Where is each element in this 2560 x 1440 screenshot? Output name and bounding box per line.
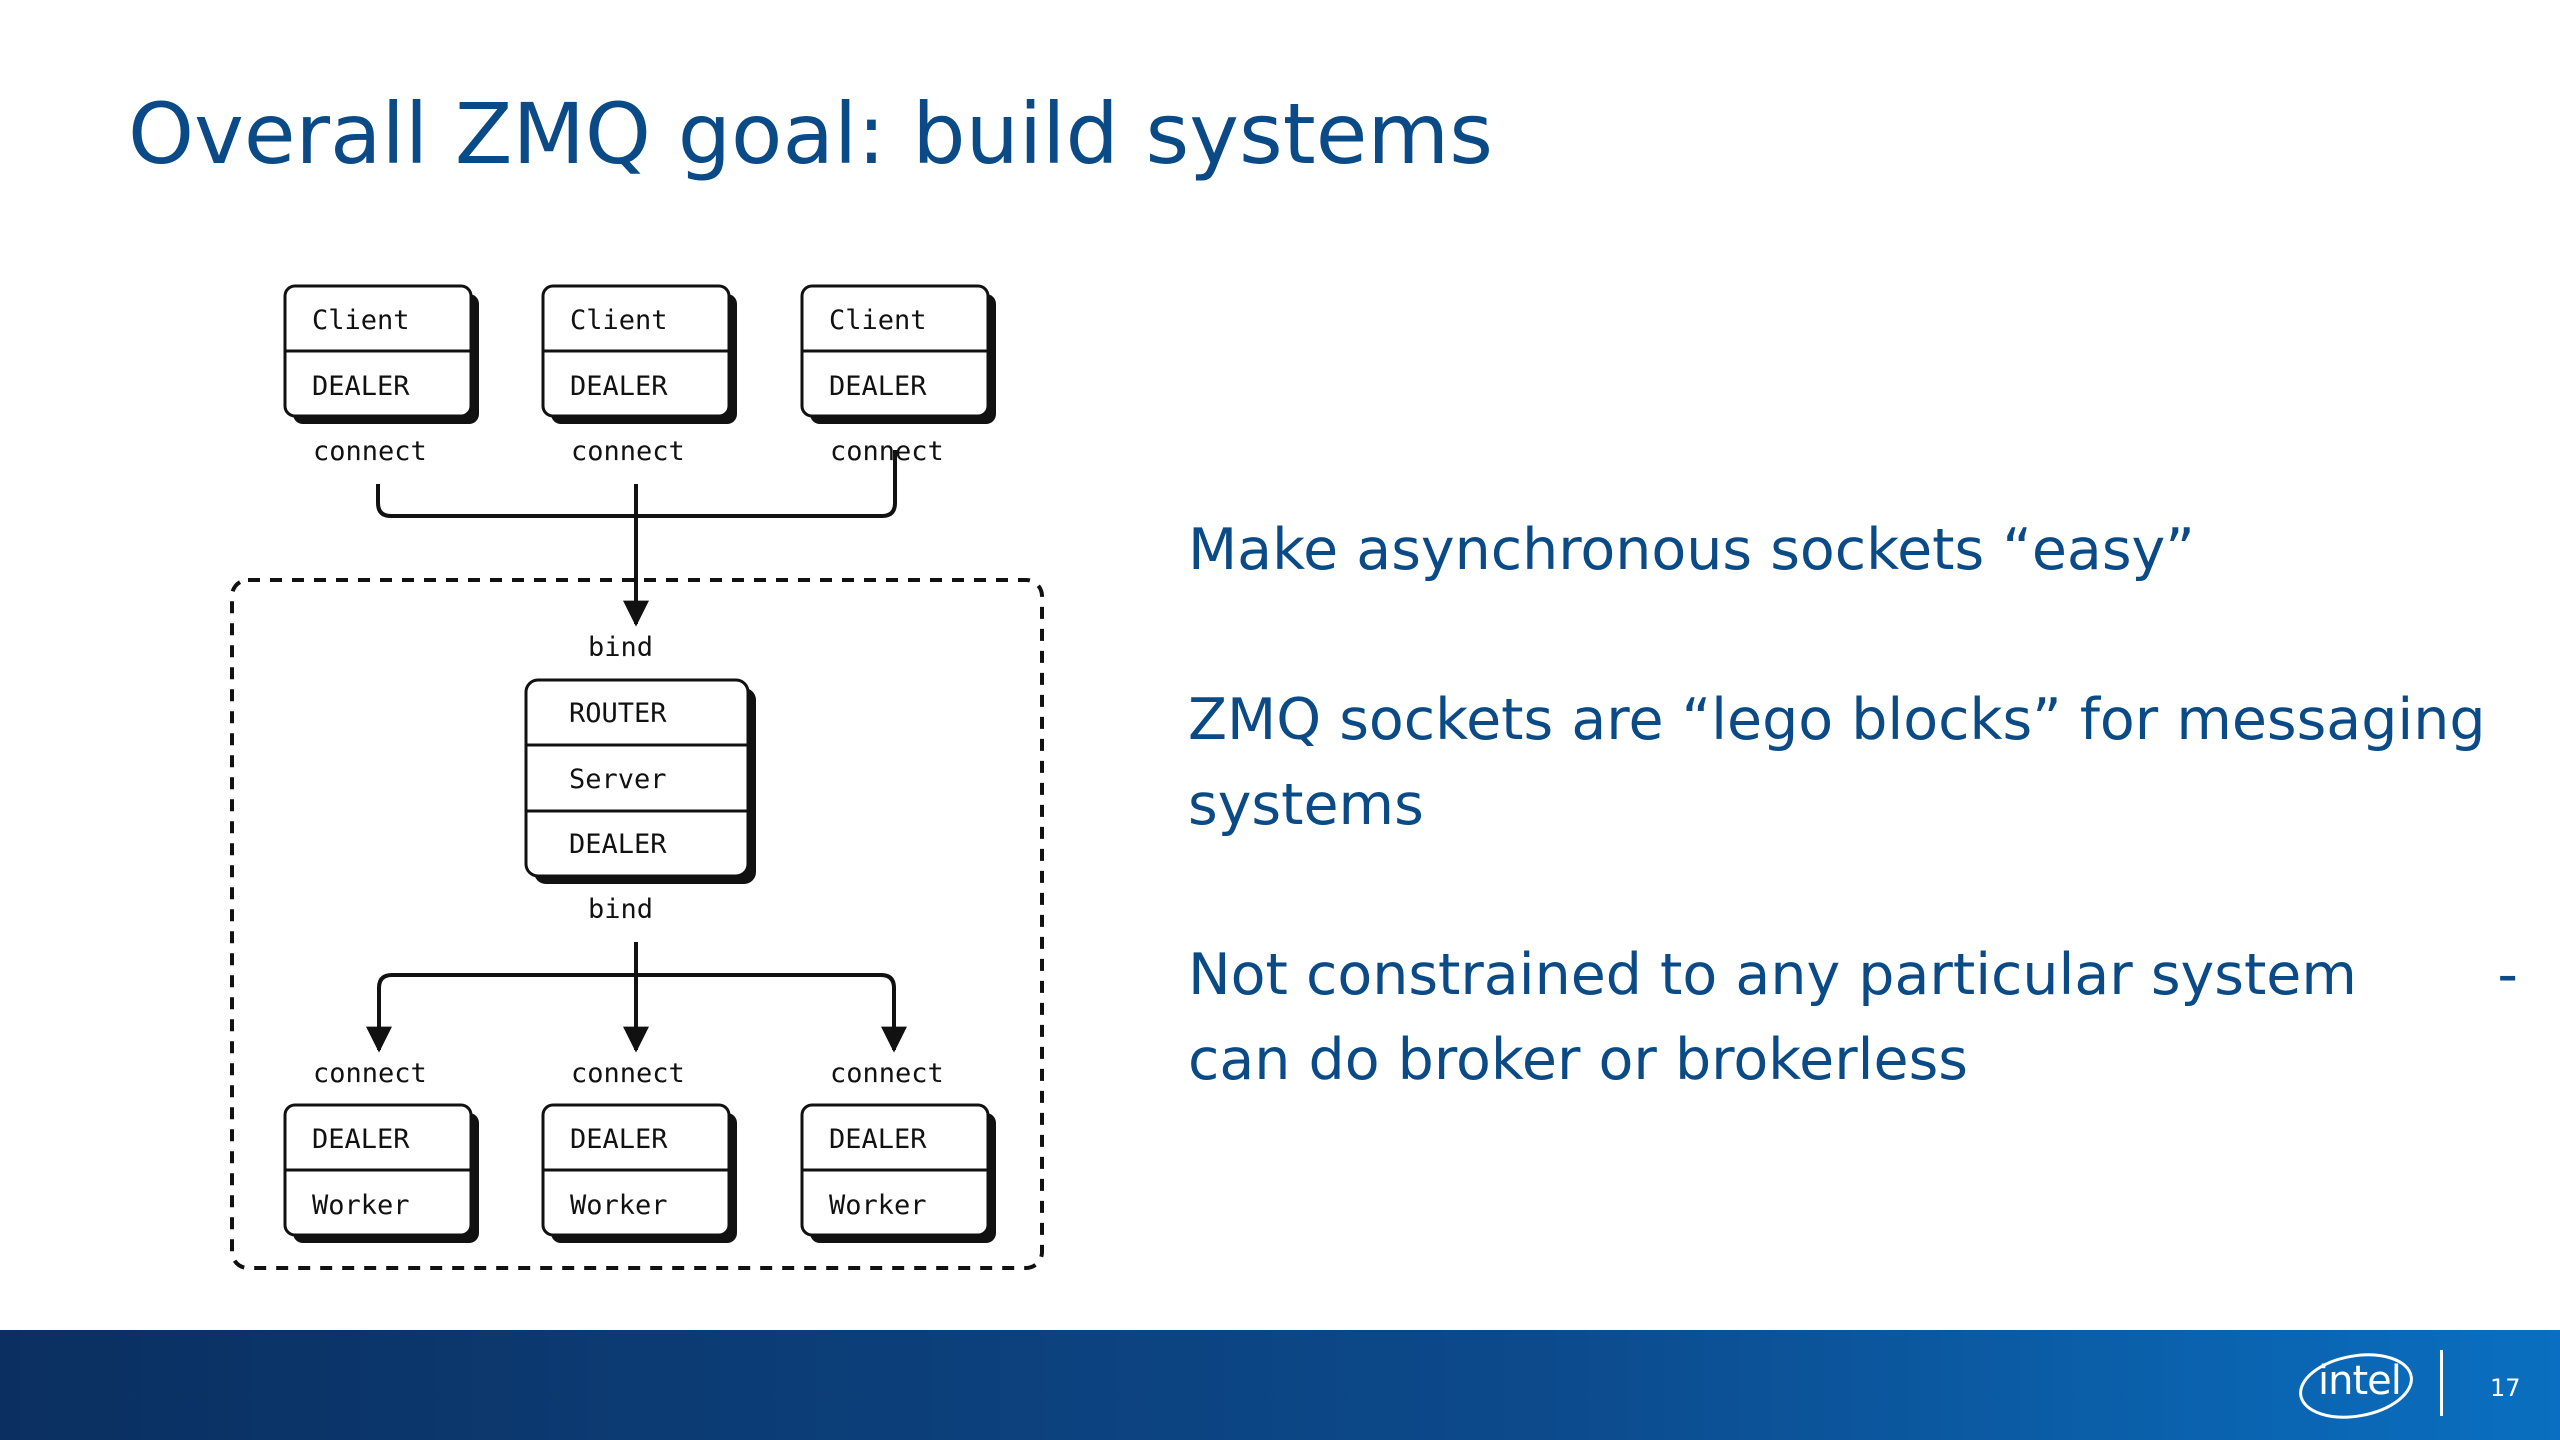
worker-connect-label: connect (830, 1058, 944, 1089)
worker-label: Worker (829, 1190, 927, 1221)
worker-connector-right (636, 973, 907, 1053)
worker-node-3: DEALER Worker (800, 1103, 996, 1243)
bullet-line: ZMQ sockets are “lego blocks” for messag… (1188, 687, 2486, 753)
bullet-list: Make asynchronous sockets “easy” ZMQ soc… (1188, 508, 2518, 1188)
worker-node-1: DEALER Worker (283, 1103, 479, 1243)
server-bind-bottom: bind (588, 894, 653, 925)
bullet-dash: - (2497, 942, 2518, 1008)
client-socket-label: DEALER (570, 371, 668, 402)
bullet-item: Make asynchronous sockets “easy” (1188, 508, 2518, 593)
server-bind-top: bind (588, 632, 653, 663)
worker-connector-left (366, 973, 636, 1053)
server-name-label: Server (569, 764, 667, 795)
client-socket-label: DEALER (829, 371, 927, 402)
client-connect-label: connect (830, 436, 944, 467)
worker-label: Worker (570, 1190, 668, 1221)
worker-connect-label: connect (571, 1058, 685, 1089)
client-connector-right (634, 450, 897, 518)
worker-label: Worker (312, 1190, 410, 1221)
worker-node-2: DEALER Worker (541, 1103, 737, 1243)
page-number: 17 (2490, 1374, 2521, 1402)
page-title: Overall ZMQ goal: build systems (128, 85, 1493, 183)
bullet-line: Make asynchronous sockets “easy” (1188, 517, 2195, 583)
client-node-3: Client DEALER (800, 284, 996, 424)
worker-socket-label: DEALER (570, 1124, 668, 1155)
client-label: Client (312, 305, 410, 336)
worker-connect-label: connect (313, 1058, 427, 1089)
broker-boundary (230, 578, 1044, 1270)
client-node-1: Client DEALER (283, 284, 479, 424)
intel-logo-text: intel (2318, 1358, 2402, 1404)
client-socket-label: DEALER (312, 371, 410, 402)
bullet-item: ZMQ sockets are “lego blocks” for messag… (1188, 678, 2518, 848)
bullet-line: Not constrained to any particular system (1188, 942, 2357, 1008)
footer-divider (2440, 1350, 2443, 1416)
client-label: Client (570, 305, 668, 336)
worker-socket-label: DEALER (312, 1124, 410, 1155)
server-router-label: ROUTER (569, 698, 667, 729)
client-connect-label: connect (313, 436, 427, 467)
bullet-line: systems (1188, 772, 1424, 838)
client-node-2: Client DEALER (541, 284, 737, 424)
client-connector-left (376, 484, 634, 518)
server-node: ROUTER Server DEALER (524, 678, 756, 884)
intel-logo-icon (2299, 1353, 2413, 1419)
bullet-item: Not constrained to any particular system… (1188, 933, 2518, 1103)
bullet-line: can do broker or brokerless (1188, 1027, 1968, 1093)
client-label: Client (829, 305, 927, 336)
server-dealer-label: DEALER (569, 829, 667, 860)
client-connect-label: connect (571, 436, 685, 467)
footer-bar (0, 1330, 2560, 1440)
worker-socket-label: DEALER (829, 1124, 927, 1155)
